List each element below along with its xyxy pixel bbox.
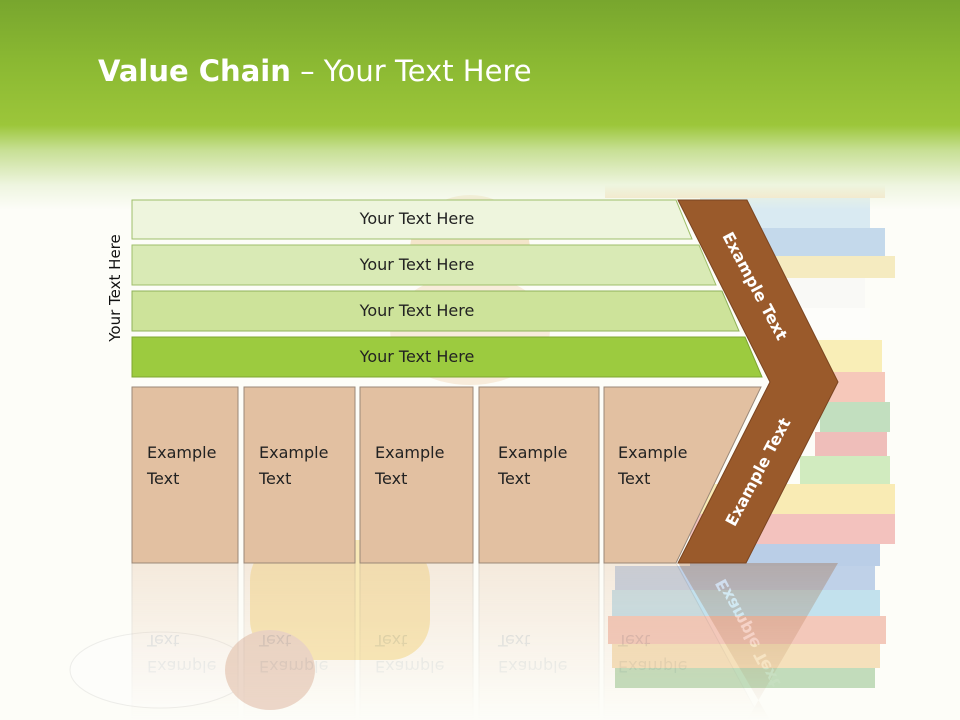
box-5-line2: Text — [618, 469, 651, 488]
bar-1 — [131, 199, 693, 240]
box-2-line1: Example — [259, 443, 329, 462]
box-2-reflection-line2: Text — [259, 631, 292, 650]
box-3-line2: Text — [375, 469, 408, 488]
box-3-reflection-line1: Example — [375, 657, 445, 676]
box-1-reflection-line2: Text — [147, 631, 180, 650]
bar-4 — [131, 336, 763, 378]
box-3 — [359, 386, 474, 564]
box-3-reflection: Example Text — [375, 627, 444, 679]
box-2-reflection-line1: Example — [259, 657, 329, 676]
box-2-line2: Text — [259, 469, 292, 488]
box-5-reflection-line1: Example — [618, 657, 688, 676]
box-3-line1: Example — [375, 443, 445, 462]
bar-4-label: Your Text Here — [359, 347, 475, 366]
box-1 — [131, 386, 239, 564]
box-2 — [243, 386, 356, 564]
box-4-reflection-line2: Text — [498, 631, 531, 650]
box-1-line1: Example — [147, 443, 217, 462]
box-1-line2: Text — [147, 469, 180, 488]
diagram-reflection: Example Text Example Text Example Text Exam… — [0, 563, 960, 720]
box-5-reflection: Example Text — [618, 627, 687, 679]
box-3-reflection-line2: Text — [375, 631, 408, 650]
bar-2-label: Your Text Here — [359, 255, 475, 274]
box-5 — [603, 386, 762, 564]
bar-3 — [131, 290, 740, 332]
title-bold: Value Chain — [98, 54, 291, 88]
header-band — [0, 0, 960, 210]
box-4-line2: Text — [498, 469, 531, 488]
box-4 — [478, 386, 600, 564]
box-5-reflection-line2: Text — [618, 631, 651, 650]
box-4-reflection-line1: Example — [498, 657, 568, 676]
box-1-reflection-line1: Example — [147, 657, 217, 676]
title-rest: – Your Text Here — [290, 54, 532, 88]
chevron-arrow — [677, 199, 839, 564]
slide-title: Value Chain – Your Text Here — [98, 54, 532, 88]
box-4-line1: Example — [498, 443, 568, 462]
bar-3-label: Your Text Here — [359, 301, 475, 320]
bar-1-label: Your Text Here — [359, 209, 475, 228]
box-2-reflection: Example Text — [259, 627, 328, 679]
box-1-reflection: Example Text — [147, 627, 216, 679]
box-4-reflection: Example Text — [498, 627, 567, 679]
box-5-line1: Example — [618, 443, 688, 462]
reflection-shapes — [131, 563, 838, 720]
bar-2 — [131, 244, 717, 286]
